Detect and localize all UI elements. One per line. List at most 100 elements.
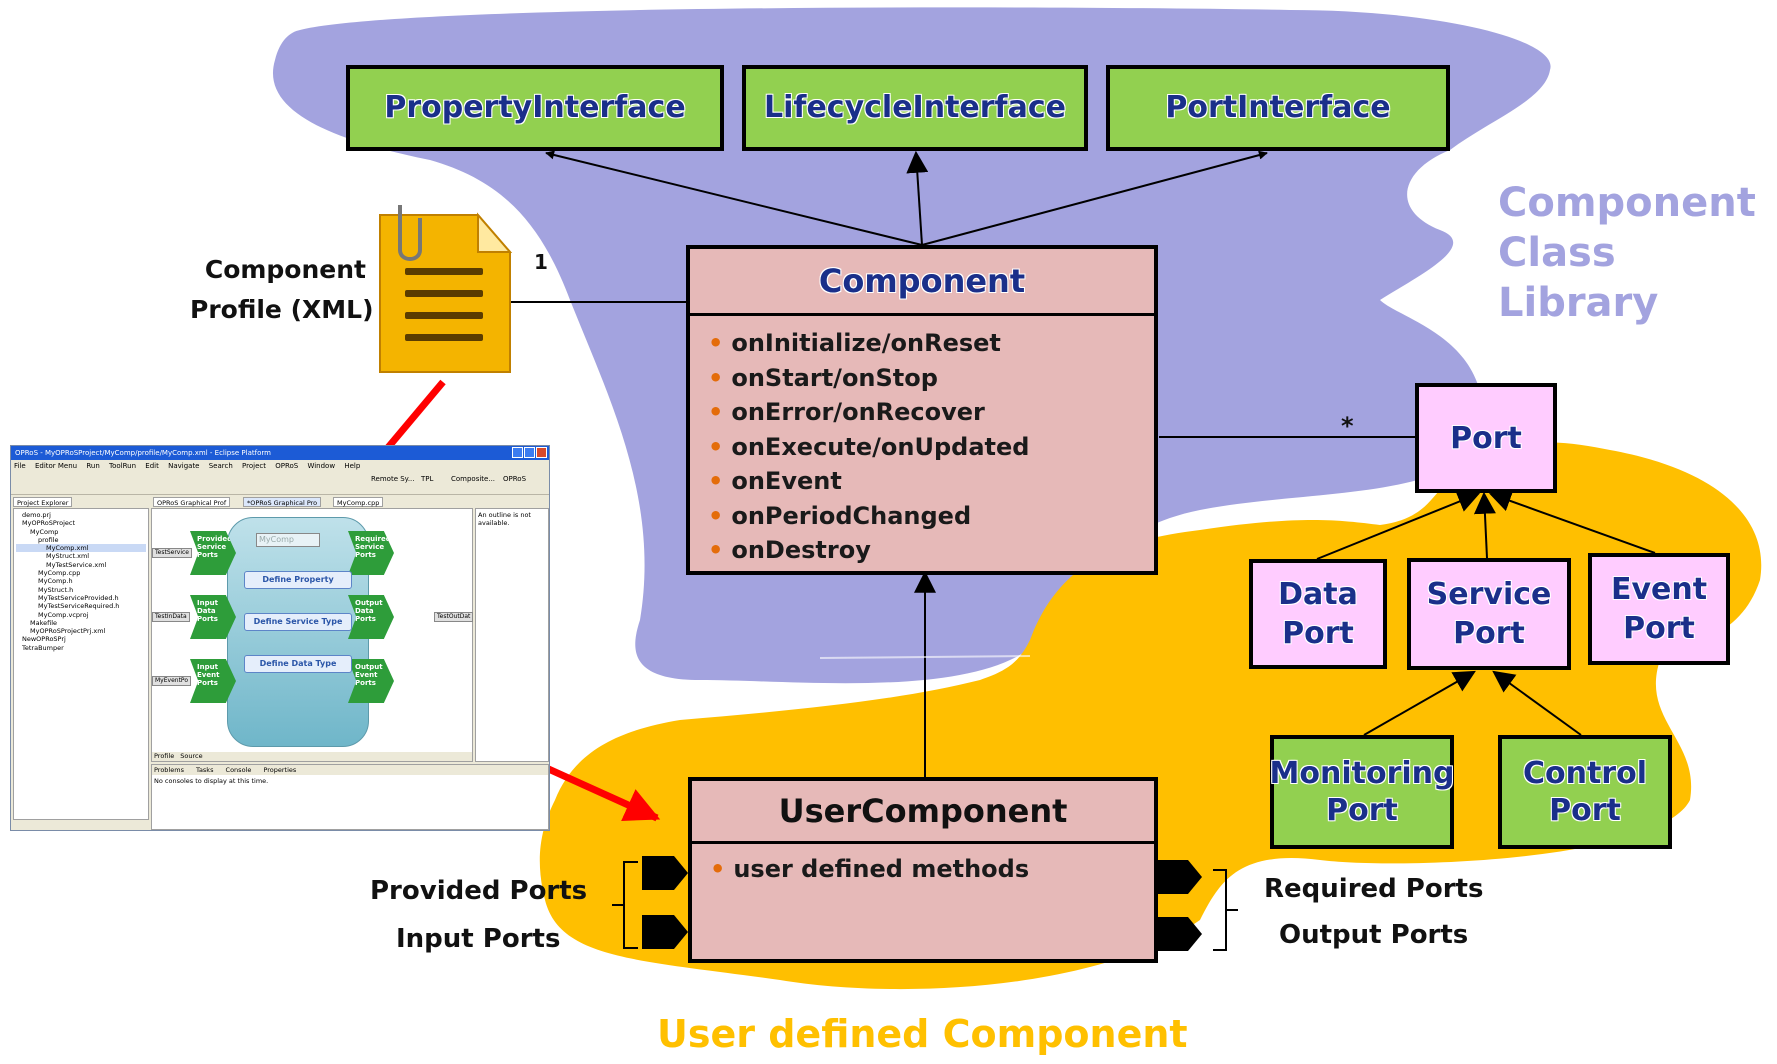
method-item: onStart/onStop: [708, 361, 1154, 396]
define-property-button[interactable]: Define Property: [244, 571, 352, 589]
maximize-icon[interactable]: [524, 447, 535, 458]
lifecycle-interface-label: LifecycleInterface: [764, 90, 1066, 126]
tree-item[interactable]: NewOPRoSPrj: [22, 635, 66, 644]
mini-label[interactable]: TestOutDat: [434, 612, 474, 622]
method-item: onError/onRecover: [708, 395, 1154, 430]
required-ports-label: Required Ports: [1264, 874, 1484, 904]
tree-item[interactable]: Makefile: [30, 618, 58, 627]
menu-opros[interactable]: OPRoS: [275, 462, 299, 470]
tab-graphical-profile-active[interactable]: *OPRoS Graphical Pro: [243, 497, 322, 507]
tree-item[interactable]: MyOPRoSProject: [22, 519, 76, 528]
output-port-shape: [1156, 917, 1202, 951]
editor-bottom-tabs: Profile Source: [152, 752, 472, 761]
tree-item[interactable]: MyStruct.xml: [46, 552, 90, 561]
menu-project[interactable]: Project: [242, 462, 266, 470]
tab-properties[interactable]: Properties: [263, 766, 297, 774]
input-ports-label: Input Ports: [396, 924, 561, 954]
tab-problems[interactable]: Problems: [154, 766, 184, 774]
ide-menu-bar: File Editor Menu Run ToolRun Edit Naviga…: [11, 460, 549, 472]
tree-item[interactable]: MyComp: [30, 527, 59, 536]
minimize-icon[interactable]: [512, 447, 523, 458]
mini-label[interactable]: TestService: [152, 548, 192, 558]
menu-file[interactable]: File: [14, 462, 26, 470]
user-component-box: UserComponent user defined methods: [688, 777, 1158, 963]
property-interface-box: PropertyInterface: [346, 65, 724, 151]
bracket-provided-ports: [612, 861, 638, 949]
tab-tasks[interactable]: Tasks: [196, 766, 214, 774]
tab-console[interactable]: Console: [225, 766, 252, 774]
tree-item[interactable]: MyTestService.xml: [46, 560, 107, 569]
tree-item[interactable]: MyComp.vcproj: [38, 610, 89, 619]
menu-help[interactable]: Help: [344, 462, 361, 470]
tab-project-explorer[interactable]: Project Explorer: [13, 497, 73, 507]
faint-divider: [819, 655, 1031, 659]
provided-port-shape: [642, 856, 688, 890]
component-method-list: onInitialize/onReset onStart/onStop onEr…: [690, 316, 1154, 568]
component-class-box: Component onInitialize/onReset onStart/o…: [686, 245, 1158, 575]
provided-ports-label: Provided Ports: [370, 876, 588, 906]
link-component-lifecycle: [906, 150, 929, 246]
mini-label[interactable]: TestInData: [152, 612, 190, 622]
tree-item[interactable]: demo.prj: [22, 511, 51, 519]
define-data-type-button[interactable]: Define Data Type: [244, 655, 352, 673]
link-component-portinterface: [921, 150, 1268, 246]
tab-profile[interactable]: Profile: [154, 752, 175, 760]
tree-item[interactable]: MyOPRoSProjectPrj.xml: [30, 627, 106, 636]
ide-toolbar: Remote Sy... TPL Composite... OPRoS: [11, 472, 549, 495]
input-event-ports-shape[interactable]: Input Event Ports: [190, 659, 236, 703]
tree-item[interactable]: MyComp.cpp: [38, 569, 81, 578]
menu-search[interactable]: Search: [208, 462, 233, 470]
tree-item[interactable]: MyStruct.h: [38, 585, 74, 594]
component-profile-label: Component Profile (XML): [190, 255, 374, 324]
mini-label[interactable]: MyEventPo: [152, 676, 191, 686]
method-item: onExecute/onUpdated: [708, 430, 1154, 465]
console-view: Problems Tasks Console Properties No con…: [151, 764, 549, 830]
tree-item[interactable]: profile: [38, 535, 59, 544]
input-port-shape: [642, 915, 688, 949]
link-control-serviceport: [1492, 670, 1582, 736]
menu-toolrun[interactable]: ToolRun: [109, 462, 137, 470]
toolbar-remote-system[interactable]: Remote Sy...: [371, 475, 415, 483]
tab-graphical-profile[interactable]: OPRoS Graphical Prof: [153, 497, 231, 507]
port-label: Port: [1450, 420, 1522, 456]
port-interface-box: PortInterface: [1106, 65, 1450, 151]
link-component-property: [545, 150, 923, 246]
toolbar-tpl[interactable]: TPL: [421, 475, 434, 483]
menu-editor[interactable]: Editor Menu: [34, 462, 78, 470]
project-tree: demo.prj MyOPRoSProject MyComp profile M…: [13, 508, 149, 820]
console-tabs: Problems Tasks Console Properties: [152, 765, 548, 775]
method-item: onDestroy: [708, 533, 1154, 568]
lifecycle-interface-box: LifecycleInterface: [742, 65, 1088, 151]
method-item: onInitialize/onReset: [708, 326, 1154, 361]
menu-navigate[interactable]: Navigate: [168, 462, 200, 470]
port-multiplicity: *: [1341, 412, 1354, 440]
menu-edit[interactable]: Edit: [145, 462, 159, 470]
menu-run[interactable]: Run: [86, 462, 100, 470]
method-item: onPeriodChanged: [708, 499, 1154, 534]
tab-source[interactable]: Source: [180, 752, 203, 760]
console-message: No consoles to display at this time.: [154, 777, 269, 785]
toolbar-composite[interactable]: Composite...: [451, 475, 496, 483]
tree-item[interactable]: MyTestServiceRequired.h: [38, 602, 120, 611]
component-body-shape: [227, 517, 369, 747]
comp-name-field[interactable]: MyComp: [256, 533, 320, 547]
toolbar-opros[interactable]: OPRoS: [503, 475, 527, 483]
define-service-type-button[interactable]: Define Service Type: [244, 613, 352, 631]
graphical-editor: MyComp Provided Service Ports Input Data…: [151, 508, 474, 762]
tree-item[interactable]: TetraBumper: [22, 643, 64, 652]
user-defined-component-caption: User defined Component: [657, 1012, 1188, 1056]
menu-window[interactable]: Window: [307, 462, 336, 470]
tree-item[interactable]: MyComp.h: [38, 577, 73, 586]
tree-item[interactable]: MyComp.xml: [16, 544, 146, 553]
close-icon[interactable]: [536, 447, 547, 458]
xml-document-icon: [379, 205, 513, 373]
tree-item[interactable]: MyTestServiceProvided.h: [38, 593, 119, 602]
outline-view: An outline is not available.: [475, 508, 549, 762]
port-interface-label: PortInterface: [1165, 90, 1391, 126]
bracket-required-ports: [1213, 869, 1238, 951]
tab-mycomp-cpp[interactable]: MyComp.cpp: [333, 497, 384, 507]
